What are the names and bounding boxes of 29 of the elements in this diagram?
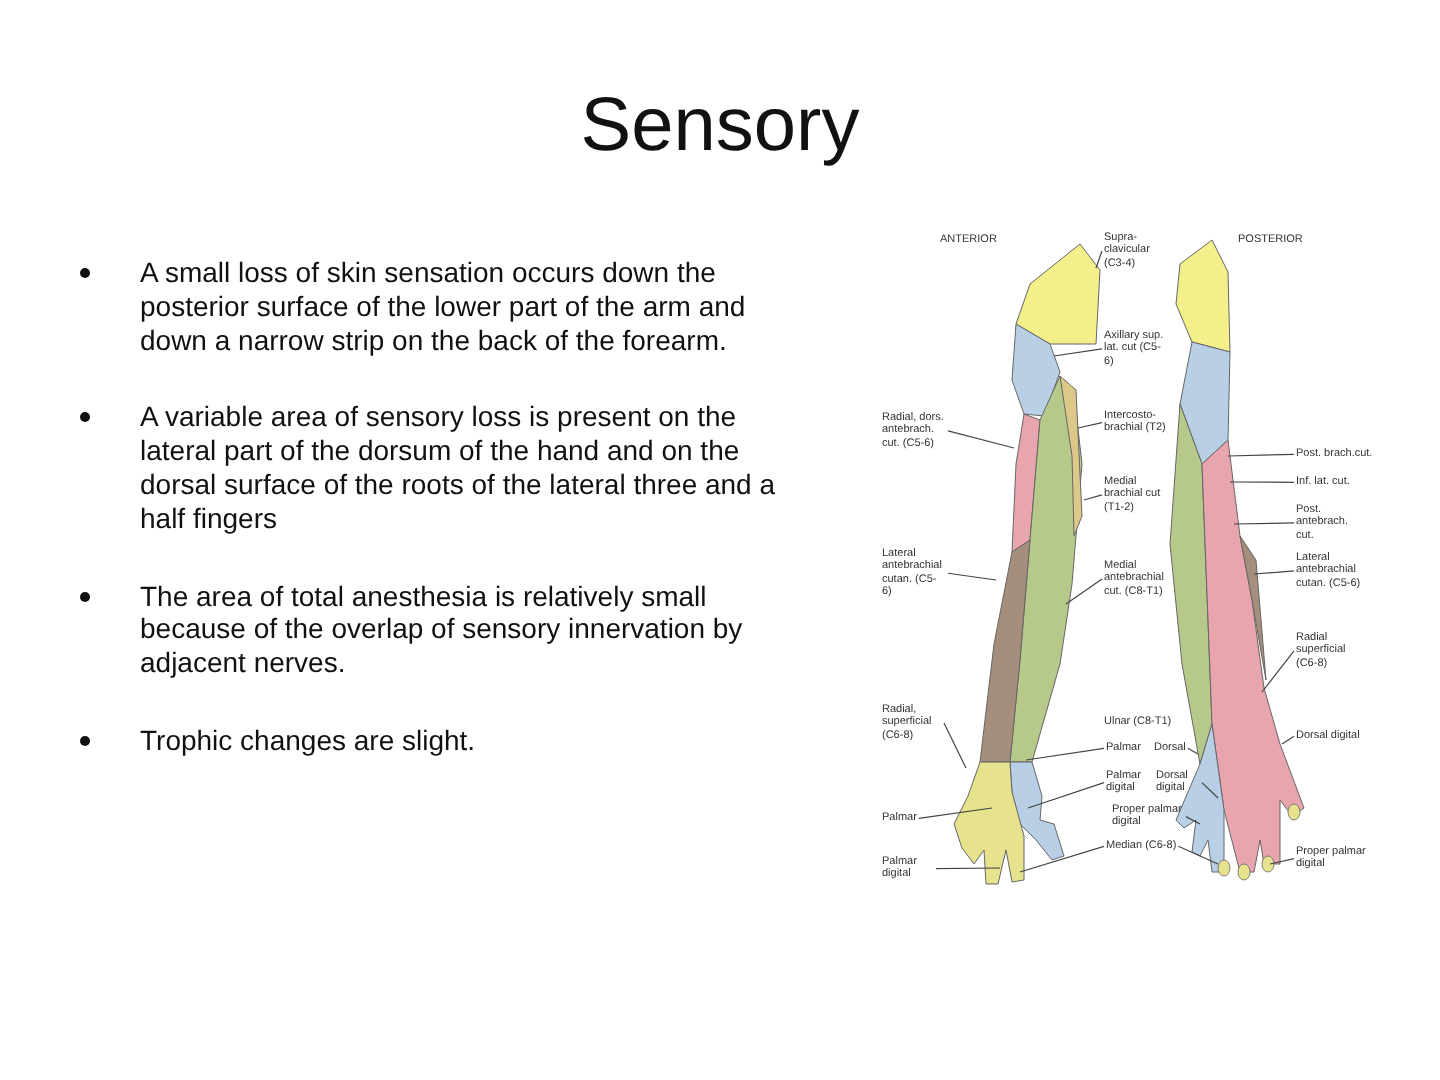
bullet-point: Trophic changes are slight. (140, 723, 476, 756)
leader-line (947, 572, 997, 581)
leader-line (1187, 747, 1199, 755)
leader-line (1065, 578, 1103, 605)
leader-line (1025, 747, 1105, 761)
leader-line (1095, 250, 1103, 269)
leader-line (1083, 494, 1103, 501)
bullet-point: A variable area of sensory loss is present on the lateral part of the dorsum of the hand and on the dorsal surface of the roots of the lateral three and a half fingers (140, 400, 776, 534)
leader-line (1019, 845, 1105, 873)
leader-line (1233, 522, 1295, 525)
leader-line (1253, 570, 1295, 575)
leader-line (1177, 845, 1219, 865)
leader-line (1229, 481, 1295, 483)
bullet-point: A small loss of skin sensation occurs down the posterior surface of the lower part of the arm and down a narrow strip on the back of the forearm. (140, 256, 746, 356)
slide-title: Sensory (578, 84, 862, 170)
leader-line (1053, 348, 1103, 357)
leader-line (1227, 453, 1295, 457)
leader-line (1201, 782, 1219, 799)
bullet-point: The area of total anesthesia is relatively small because of the overlap of sensory innervation by adjacent nerves. (140, 579, 743, 679)
leader-line (1281, 735, 1295, 745)
leader-line (1027, 782, 1105, 809)
leader-line (935, 867, 1001, 870)
leader-line (1077, 422, 1103, 429)
leader-line (943, 722, 967, 769)
leader-line (947, 430, 1015, 449)
leader-line (1185, 816, 1201, 825)
leader-line (1269, 858, 1295, 865)
leader-line (1261, 650, 1295, 693)
leader-line (918, 807, 993, 819)
